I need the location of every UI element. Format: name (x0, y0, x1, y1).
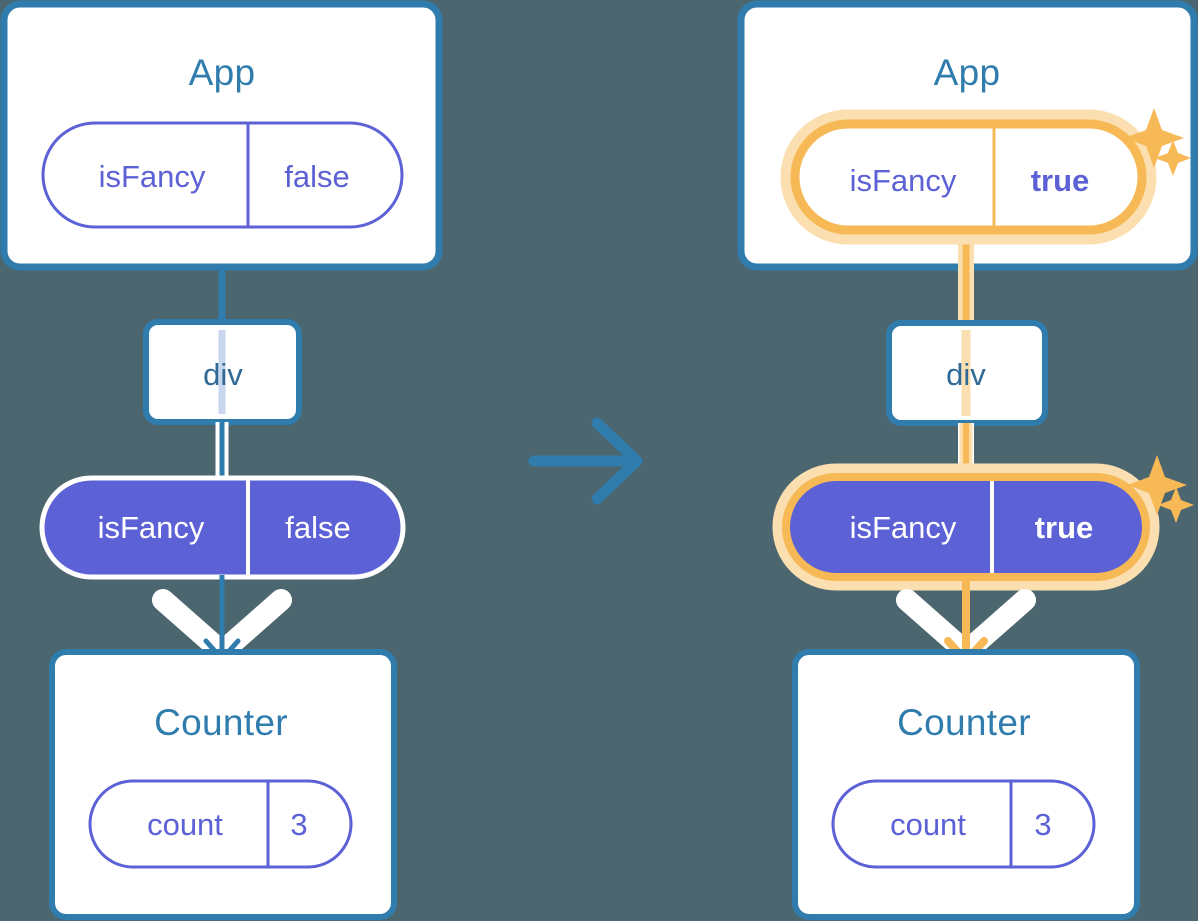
before-counter-state-pill (88, 779, 353, 869)
after-app-sparkle-large-icon (1124, 108, 1184, 168)
after-app-state-pill (780, 109, 1157, 245)
before-arrow-to-counter (152, 575, 292, 663)
before-app-state-pill (41, 121, 404, 229)
after-counter-state-pill (831, 779, 1096, 869)
after-prop-pill (772, 463, 1160, 591)
after-div-box (886, 320, 1048, 426)
transition-arrow-icon (528, 417, 643, 505)
after-prop-sparkle-large-icon (1127, 455, 1187, 515)
after-prop-sparkle-small-icon (1158, 487, 1194, 523)
before-div-box (143, 319, 302, 425)
before-prop-pill (39, 475, 406, 580)
after-app-sparkle-small-icon (1155, 140, 1191, 176)
